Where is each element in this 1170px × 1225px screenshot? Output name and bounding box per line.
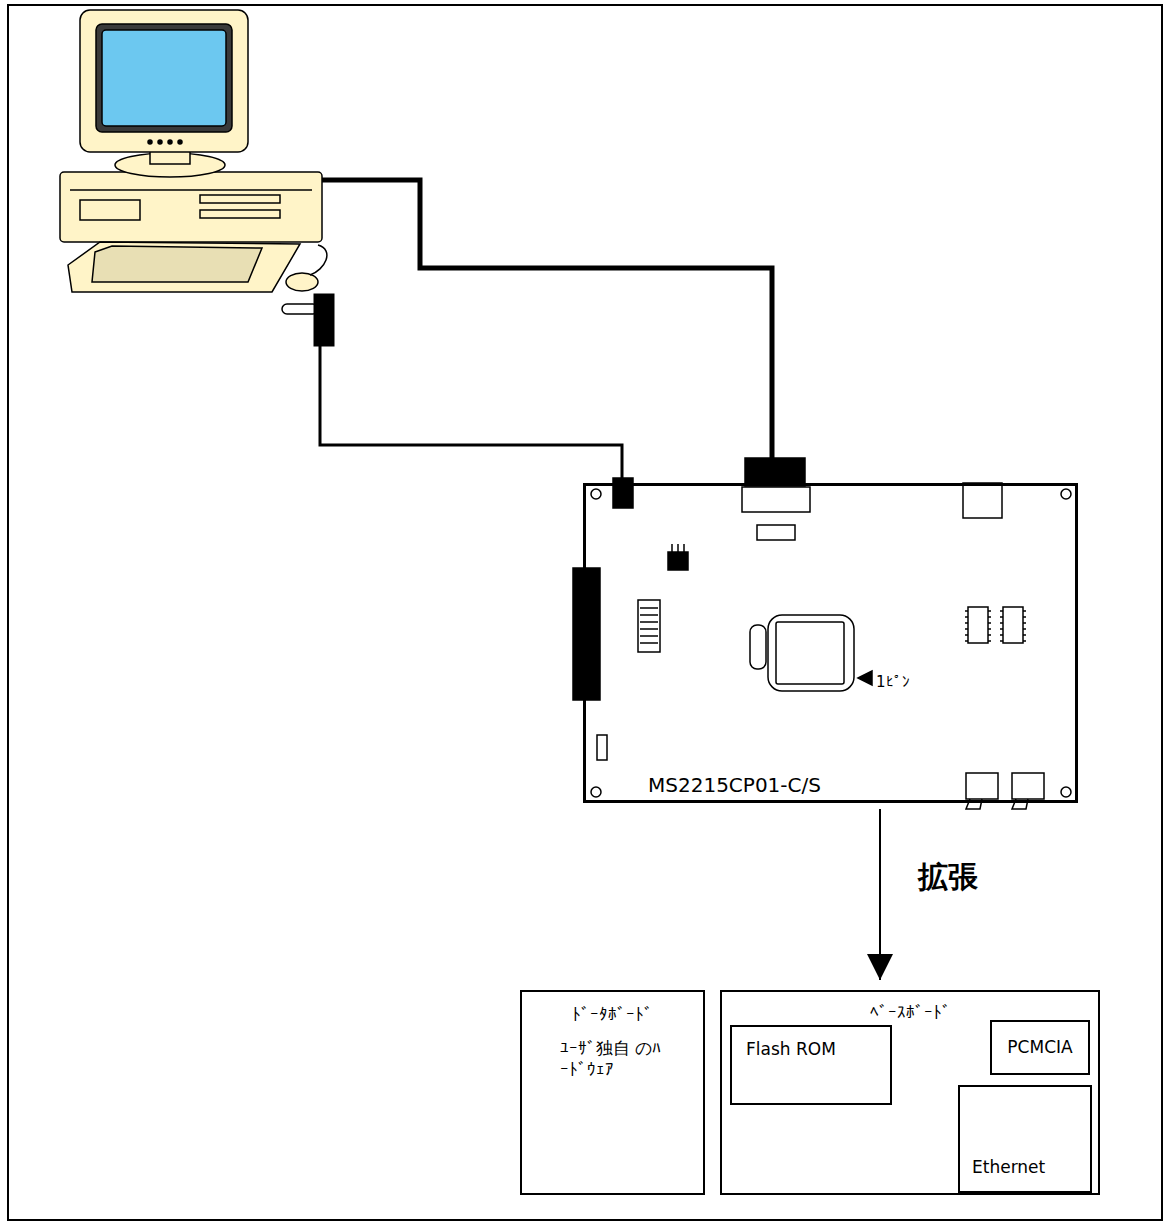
cpu-board-parts-part-part	[1023, 640, 1026, 642]
cpu-board-parts-part	[1061, 787, 1071, 797]
cpu-board-parts-part-part	[988, 628, 991, 630]
computer-illustration-part	[80, 10, 248, 152]
cpu-board-parts-part-part	[1000, 634, 1003, 636]
cpu-board: MS2215CP01-C/S	[583, 483, 1078, 803]
cpu-board-parts-part-part	[640, 614, 658, 616]
cpu-board-parts-part	[597, 735, 607, 760]
daughter-board: ﾄﾞｰﾀﾎﾞｰﾄﾞ ﾕｰｻﾞ独自 のﾊｰﾄﾞｳｪｱ	[520, 990, 705, 1195]
computer-illustration-part	[178, 140, 182, 144]
box-title: PCMCIA	[1007, 1037, 1072, 1058]
cpu-board-parts-part-part	[1023, 622, 1026, 624]
computer-illustration-part	[60, 172, 322, 242]
computer-illustration	[60, 10, 327, 292]
cpu-board-parts-part	[858, 671, 872, 685]
cpu-board-parts-part	[745, 458, 805, 486]
cpu-board-parts-part	[757, 525, 795, 540]
cpu-board-parts-part-part	[1023, 628, 1026, 630]
base-board: ﾍﾞｰｽﾎﾞｰﾄﾞ Flash ROM PCMCIA Ethernet	[720, 990, 1100, 1195]
computer-illustration-part	[92, 246, 262, 282]
cpu-board-parts-part	[591, 489, 601, 499]
cpu-board-parts-part-part	[1000, 616, 1003, 618]
cpu-board-parts-part	[640, 608, 658, 643]
computer-illustration-part	[102, 30, 226, 126]
cpu-board-parts-part-part	[1000, 622, 1003, 624]
computer-illustration-part	[68, 242, 300, 292]
computer-illustration-part	[96, 24, 232, 132]
cpu-board-parts-part	[671, 544, 673, 552]
box-title: ﾍﾞｰｽﾎﾞｰﾄﾞ	[870, 1002, 951, 1023]
expansion-arrow	[879, 809, 881, 980]
cpu-board-parts-part-part	[965, 628, 968, 630]
cpu-board-parts-part	[965, 611, 1026, 641]
cpu-board-parts-part	[776, 622, 844, 684]
cpu-board-parts	[573, 458, 1071, 809]
computer-illustration-part	[286, 273, 318, 291]
ac-adapter	[282, 294, 622, 482]
cpu-board-parts-part	[1003, 607, 1023, 643]
cpu-board-parts-part	[768, 615, 854, 691]
frame	[8, 5, 1162, 1220]
cpu-board-parts-part-part	[640, 635, 658, 637]
cpu-board-parts-part	[591, 787, 601, 797]
cpu-board-parts-part-part	[965, 640, 968, 642]
flash-rom-block: Flash ROM	[730, 1025, 892, 1105]
computer-illustration-part	[200, 195, 280, 203]
cpu-board-parts-part	[963, 483, 1002, 518]
cpu-board-parts-part-part	[1000, 640, 1003, 642]
computer-illustration-part	[310, 245, 327, 275]
cpu-board-parts-part	[668, 552, 688, 570]
cpu-board-parts-part-part	[988, 634, 991, 636]
box-title: ﾄﾞｰﾀﾎﾞｰﾄﾞ	[572, 1004, 653, 1025]
ac-adapter-part	[282, 304, 318, 314]
cable	[322, 180, 772, 458]
cable-part	[322, 180, 772, 458]
cpu-board-parts-part-part	[1023, 610, 1026, 612]
computer-illustration-part	[80, 200, 140, 220]
cpu-board-parts-part	[966, 773, 998, 799]
ac-adapter-part	[320, 346, 622, 482]
cpu-board-parts-part-part	[1023, 616, 1026, 618]
cpu-board-parts-part-part	[1000, 628, 1003, 630]
cpu-board-parts-part-part	[965, 610, 968, 612]
cpu-board-parts-part-part	[988, 616, 991, 618]
cpu-board-parts-part-part	[640, 628, 658, 630]
cpu-board-parts-part-part	[1023, 634, 1026, 636]
computer-illustration-part	[200, 210, 280, 218]
computer-illustration-part	[148, 140, 152, 144]
cpu-board-parts-part	[968, 607, 988, 643]
ac-adapter-part	[314, 294, 334, 346]
cpu-board-parts-part-part	[640, 607, 658, 609]
cpu-board-parts-part	[683, 544, 685, 552]
cpu-board-parts-part-part	[988, 610, 991, 612]
cpu-board-parts-part-part	[1000, 610, 1003, 612]
ethernet-block: Ethernet	[958, 1085, 1092, 1193]
box-title: Ethernet	[972, 1157, 1045, 1178]
computer-illustration-part	[168, 140, 172, 144]
pin-label: 1ﾋﾟﾝ	[876, 673, 910, 691]
cpu-board-parts-part-part	[988, 622, 991, 624]
cpu-board-parts-part-part	[965, 616, 968, 618]
cpu-board-parts-part	[638, 600, 660, 652]
edge-label: 拡張	[918, 859, 978, 895]
cpu-board-parts-part	[677, 544, 679, 552]
pcmcia-block: PCMCIA	[990, 1020, 1090, 1075]
cpu-board-parts-part-part	[965, 634, 968, 636]
cpu-board-parts-part	[742, 487, 810, 512]
box-title: Flash ROM	[746, 1039, 836, 1060]
cpu-board-parts-part-part	[988, 640, 991, 642]
cpu-board-parts-part	[1012, 773, 1044, 799]
cpu-board-parts-part	[573, 568, 600, 700]
box-title: MS2215CP01-C/S	[648, 773, 821, 798]
cpu-board-parts-part	[1061, 489, 1071, 499]
cpu-board-parts-part-part	[640, 642, 658, 644]
cpu-board-parts-part	[750, 625, 766, 669]
cpu-board-parts-part-part	[640, 621, 658, 623]
computer-illustration-part	[70, 189, 312, 191]
box-text: ﾕｰｻﾞ独自 のﾊｰﾄﾞｳｪｱ	[560, 1038, 664, 1081]
cpu-board-parts-part-part	[965, 622, 968, 624]
computer-illustration-part	[158, 140, 162, 144]
